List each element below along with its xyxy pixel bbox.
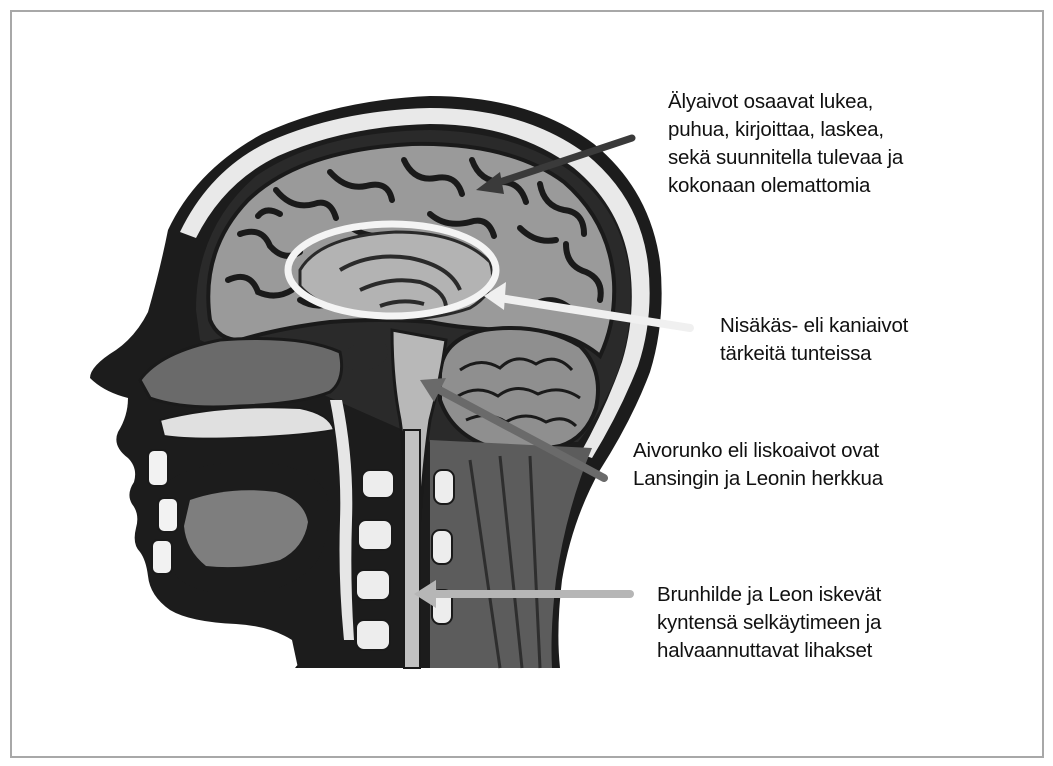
label-spinal-cord: Brunhilde ja Leon iskevät kyntensä selkä…: [657, 581, 881, 665]
label-limbic-system: Nisäkäs- eli kaniaivot tärkeitä tunteiss…: [720, 312, 908, 368]
label-cerebral-cortex: Älyaivot osaavat lukea, puhua, kirjoitta…: [668, 88, 903, 200]
label-brainstem: Aivorunko eli liskoaivot ovat Lansingin …: [633, 437, 883, 493]
spinal-cord: [404, 430, 420, 668]
